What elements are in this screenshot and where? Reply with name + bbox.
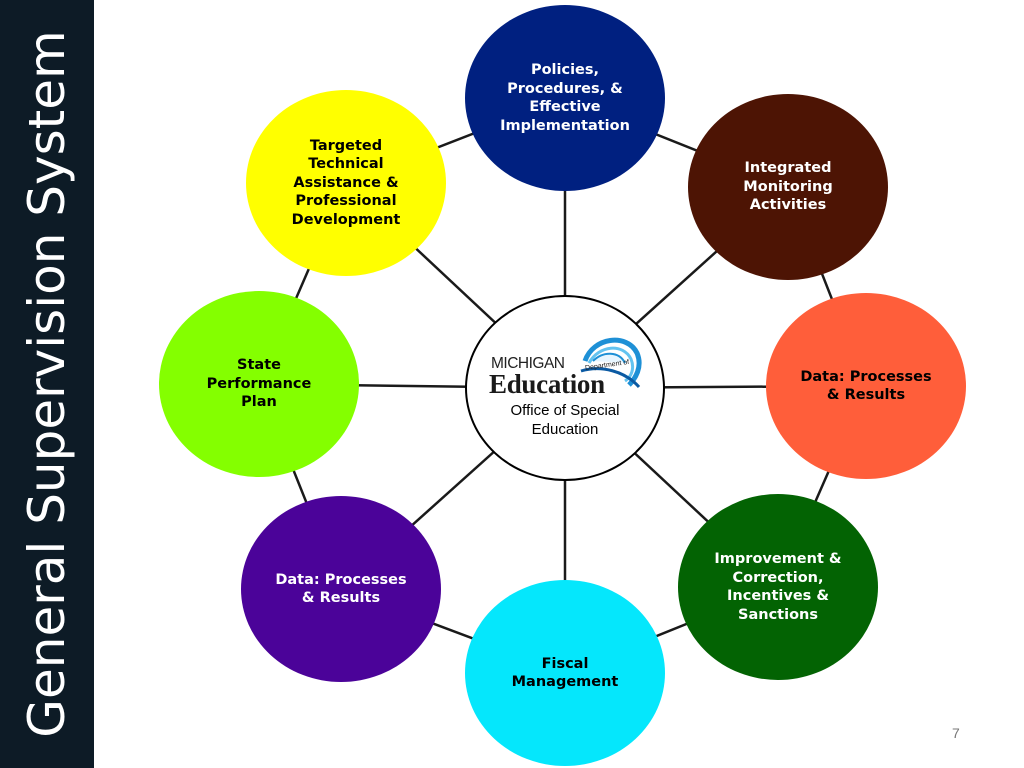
node-label: Targeted Technical Assistance & Professi…	[291, 137, 401, 228]
node-integrated-monitoring: Integrated Monitoring Activities	[688, 94, 888, 280]
node-label: Improvement & Correction, Incentives & S…	[714, 551, 842, 623]
node-improvement-correction: Improvement & Correction, Incentives & S…	[678, 494, 878, 680]
node-policies-procedures: Policies, Procedures, & Effective Implem…	[465, 5, 665, 191]
node-label: Policies, Procedures, & Effective Implem…	[500, 62, 630, 134]
node-state-performance-plan: State Performance Plan	[159, 291, 359, 477]
node-label: Data: Processes & Results	[275, 571, 407, 607]
node-targeted-technical-assistance: Targeted Technical Assistance & Professi…	[246, 90, 446, 276]
wave-emblem-icon	[580, 337, 642, 389]
logo-education-text: Education	[489, 369, 605, 399]
hub-label: Office of Special Education	[510, 402, 620, 438]
node-label: State Performance Plan	[206, 357, 312, 411]
node-data-processes-left: Data: Processes & Results	[241, 496, 441, 682]
michigan-education-logo: MICHIGAN Department of Education	[489, 331, 649, 401]
node-label: Fiscal Management	[511, 655, 619, 691]
logo-michigan-text: MICHIGAN	[491, 355, 565, 372]
node-label: Integrated Monitoring Activities	[743, 160, 833, 214]
page-number: 7	[952, 725, 960, 741]
sidebar: General Supervision System	[0, 0, 94, 768]
node-data-processes-right: Data: Processes & Results	[766, 293, 966, 479]
node-fiscal-management: Fiscal Management	[465, 580, 665, 766]
center-hub: MICHIGAN Department of Education Office …	[465, 295, 665, 481]
node-label: Data: Processes & Results	[800, 368, 932, 404]
